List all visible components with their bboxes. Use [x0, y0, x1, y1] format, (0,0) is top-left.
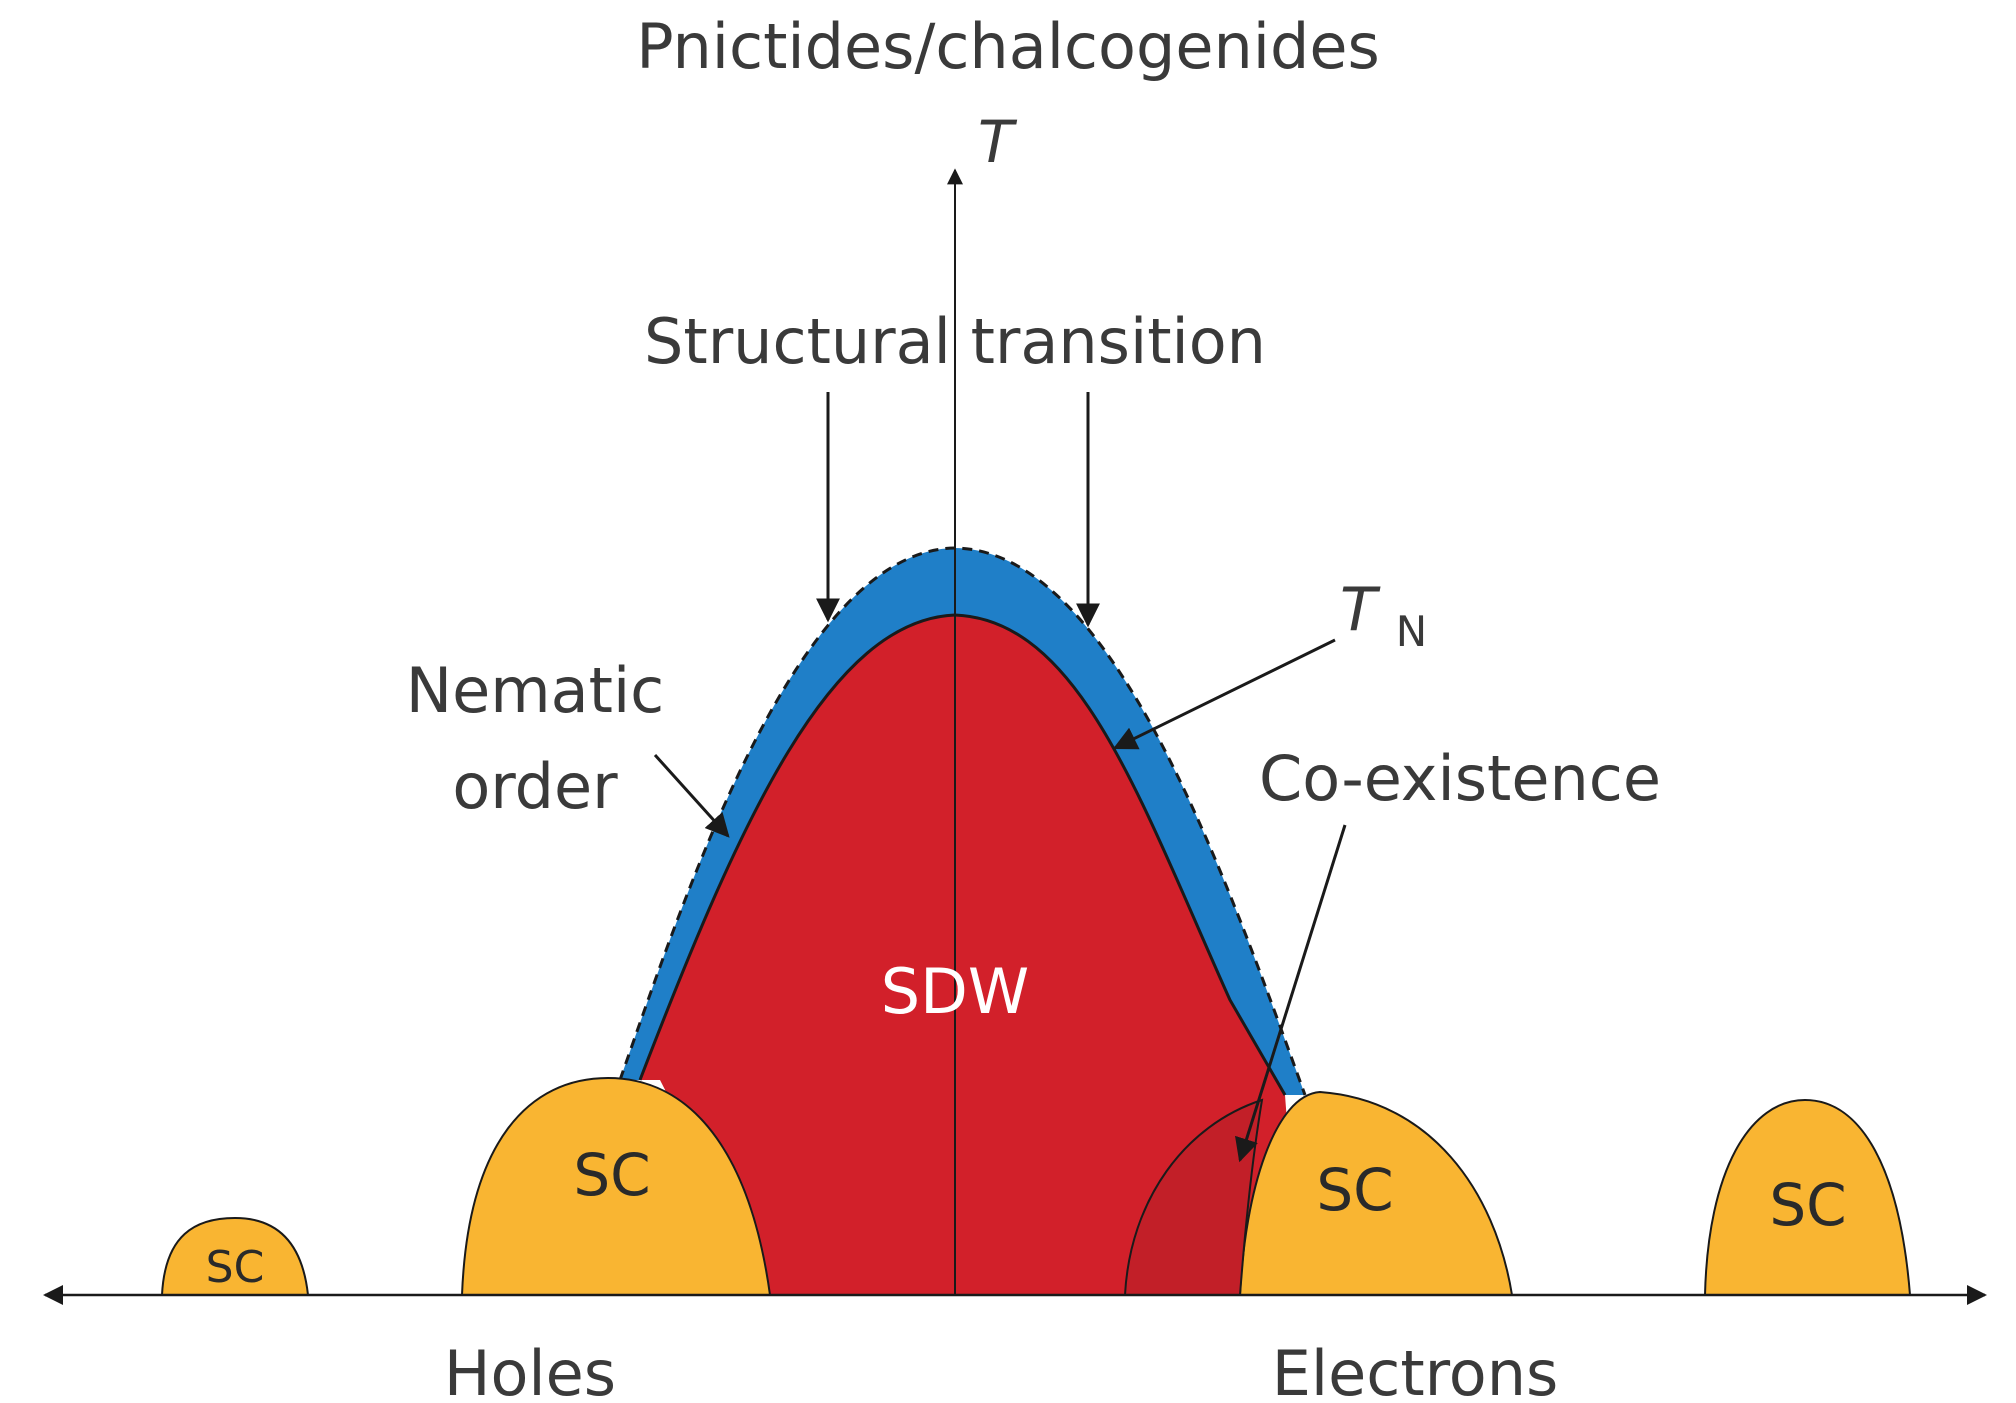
sc-region-left [460, 1076, 772, 1296]
sc-label-left: SC [573, 1141, 650, 1209]
sc-label-far-right: SC [1769, 1171, 1846, 1239]
diagram-title: Pnictides/chalcogenides [636, 10, 1380, 83]
sc-region-far-left [160, 1216, 310, 1296]
coexistence-arrow [1235, 824, 1347, 1163]
x-axis-label-holes: Holes [444, 1337, 616, 1403]
coexistence-region [1123, 1098, 1264, 1296]
nematic-label-line2: order [452, 750, 618, 823]
sdw-label: SDW [881, 955, 1029, 1028]
sdw-region [640, 615, 1300, 1295]
x-axis-label-electrons: Electrons [1272, 1337, 1559, 1403]
sc-label-right: SC [1316, 1156, 1393, 1224]
tn-arrow [1112, 638, 1336, 750]
tn-label-main: T [1340, 575, 1381, 645]
tn-label-sub: N [1396, 607, 1427, 656]
tn-label: T N [1340, 575, 1427, 656]
structural-transition-label: Structural transition [644, 305, 1266, 378]
sc-region-right [1238, 1090, 1514, 1296]
nematic-label-line1: Nematic [406, 654, 665, 727]
sc-region-far-right [1703, 1098, 1912, 1296]
coexistence-label: Co-existence [1259, 742, 1661, 815]
nematic-region [620, 548, 1305, 1095]
y-axis-label: T [978, 108, 1018, 176]
sc-label-far-left: SC [206, 1242, 265, 1293]
nematic-arrow [653, 753, 730, 838]
